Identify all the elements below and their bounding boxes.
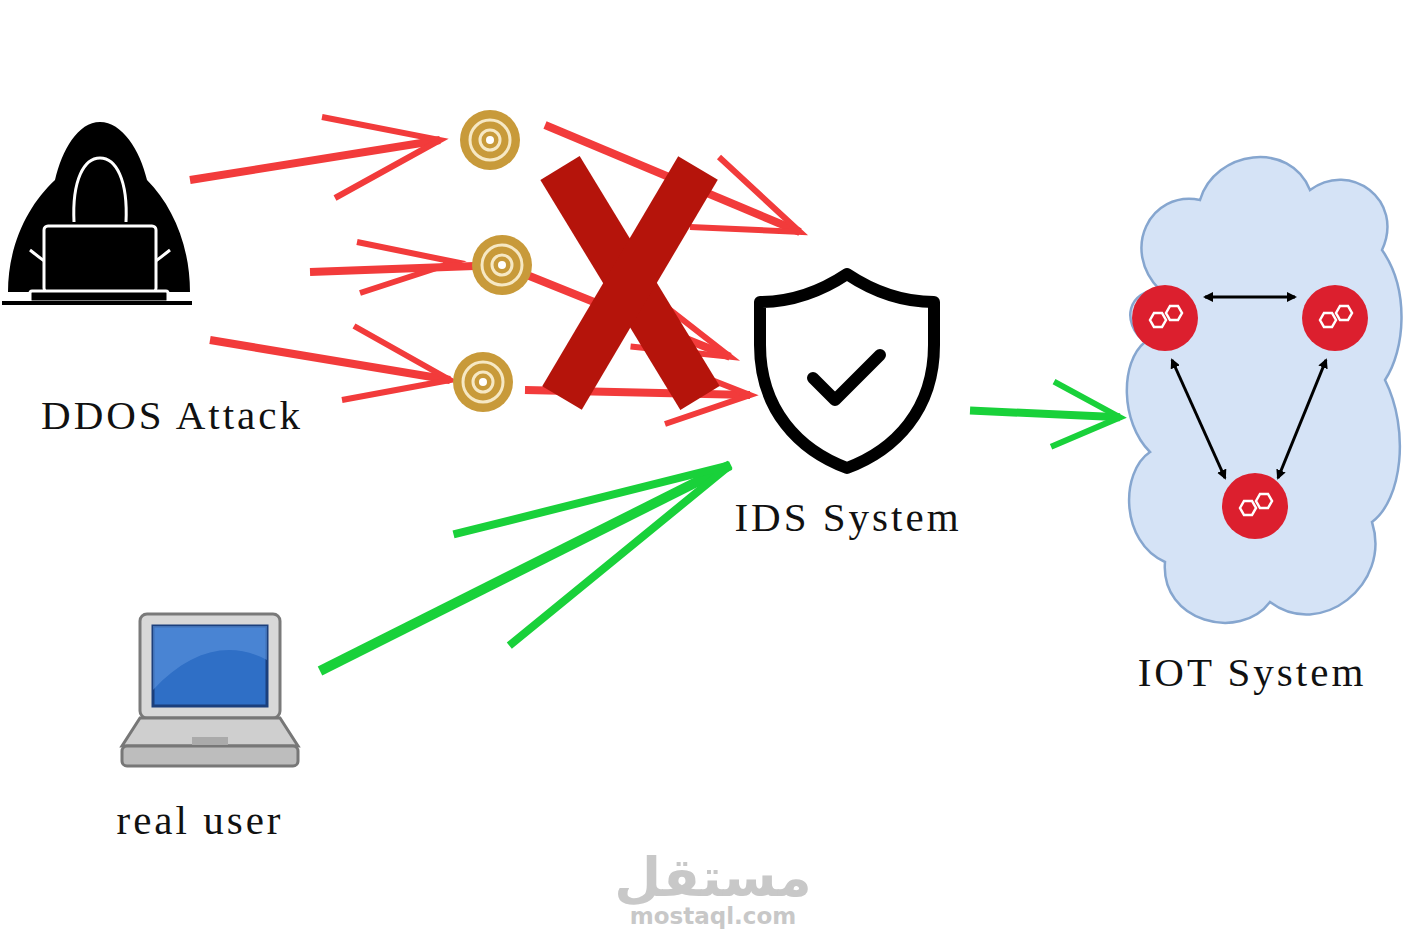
device-glyph xyxy=(1166,306,1182,320)
device-link xyxy=(1278,360,1326,478)
laptop-touchpad xyxy=(192,737,228,745)
device-glyph xyxy=(1336,306,1352,320)
block-cross xyxy=(560,168,700,398)
iot-device xyxy=(1132,285,1198,351)
hacker-hood xyxy=(8,122,190,292)
screen-glare xyxy=(153,626,267,690)
arrow-shaft xyxy=(320,465,730,671)
relay-dot xyxy=(486,136,494,144)
laptop-keyboard xyxy=(122,718,298,746)
relay-ring xyxy=(473,372,493,392)
relay-dot xyxy=(498,261,506,269)
diagram-node: IOT System xyxy=(1120,148,1410,700)
device-glyph xyxy=(1320,313,1336,327)
arrow-head xyxy=(454,465,730,645)
relay-ring xyxy=(480,130,500,150)
relay-ring xyxy=(470,120,510,160)
device-glyph xyxy=(1150,313,1166,327)
diagram-node: real user xyxy=(95,605,320,850)
laptop-screen xyxy=(153,626,267,706)
iot-device xyxy=(1302,285,1368,351)
hacker-ground xyxy=(2,301,192,305)
attack-arrow-head xyxy=(342,326,450,400)
node-label: real user xyxy=(117,795,284,845)
hacker-laptop-screen xyxy=(44,226,156,292)
relay-dot xyxy=(479,378,487,386)
flow-arrow xyxy=(970,382,1120,447)
diagram-node: DDOS Attack xyxy=(0,115,310,440)
relay-node xyxy=(453,352,513,412)
watermark: mostaql.com xyxy=(630,903,796,931)
watermark: مستقل xyxy=(614,846,812,911)
relay-ring xyxy=(492,255,512,275)
node-label: IOT System xyxy=(1138,647,1367,697)
attack-arrow-head xyxy=(322,117,440,198)
arrow-shaft xyxy=(970,410,1120,417)
relay-ring xyxy=(482,245,522,285)
relay-node xyxy=(472,235,532,295)
hacker-laptop-base xyxy=(30,291,168,302)
device-link xyxy=(1172,360,1225,478)
diagram-node: IDS System xyxy=(730,265,970,545)
check-mark xyxy=(813,355,880,400)
flow-arrow xyxy=(320,465,730,671)
iot-device xyxy=(1222,473,1288,539)
node-label: IDS System xyxy=(734,492,961,542)
shield-icon xyxy=(760,274,934,468)
relay-ring xyxy=(463,362,503,402)
iot-cloud xyxy=(1127,157,1402,623)
device-link xyxy=(1205,296,1295,299)
block-cross xyxy=(562,168,698,398)
laptop-base xyxy=(122,746,298,766)
arrow-head xyxy=(1051,382,1120,447)
node-label: DDOS Attack xyxy=(41,390,303,440)
laptop-lid xyxy=(140,614,280,718)
relay-node xyxy=(460,110,520,170)
hacker-face-outline xyxy=(74,158,126,222)
device-glyph xyxy=(1240,501,1256,515)
device-glyph xyxy=(1256,494,1272,508)
